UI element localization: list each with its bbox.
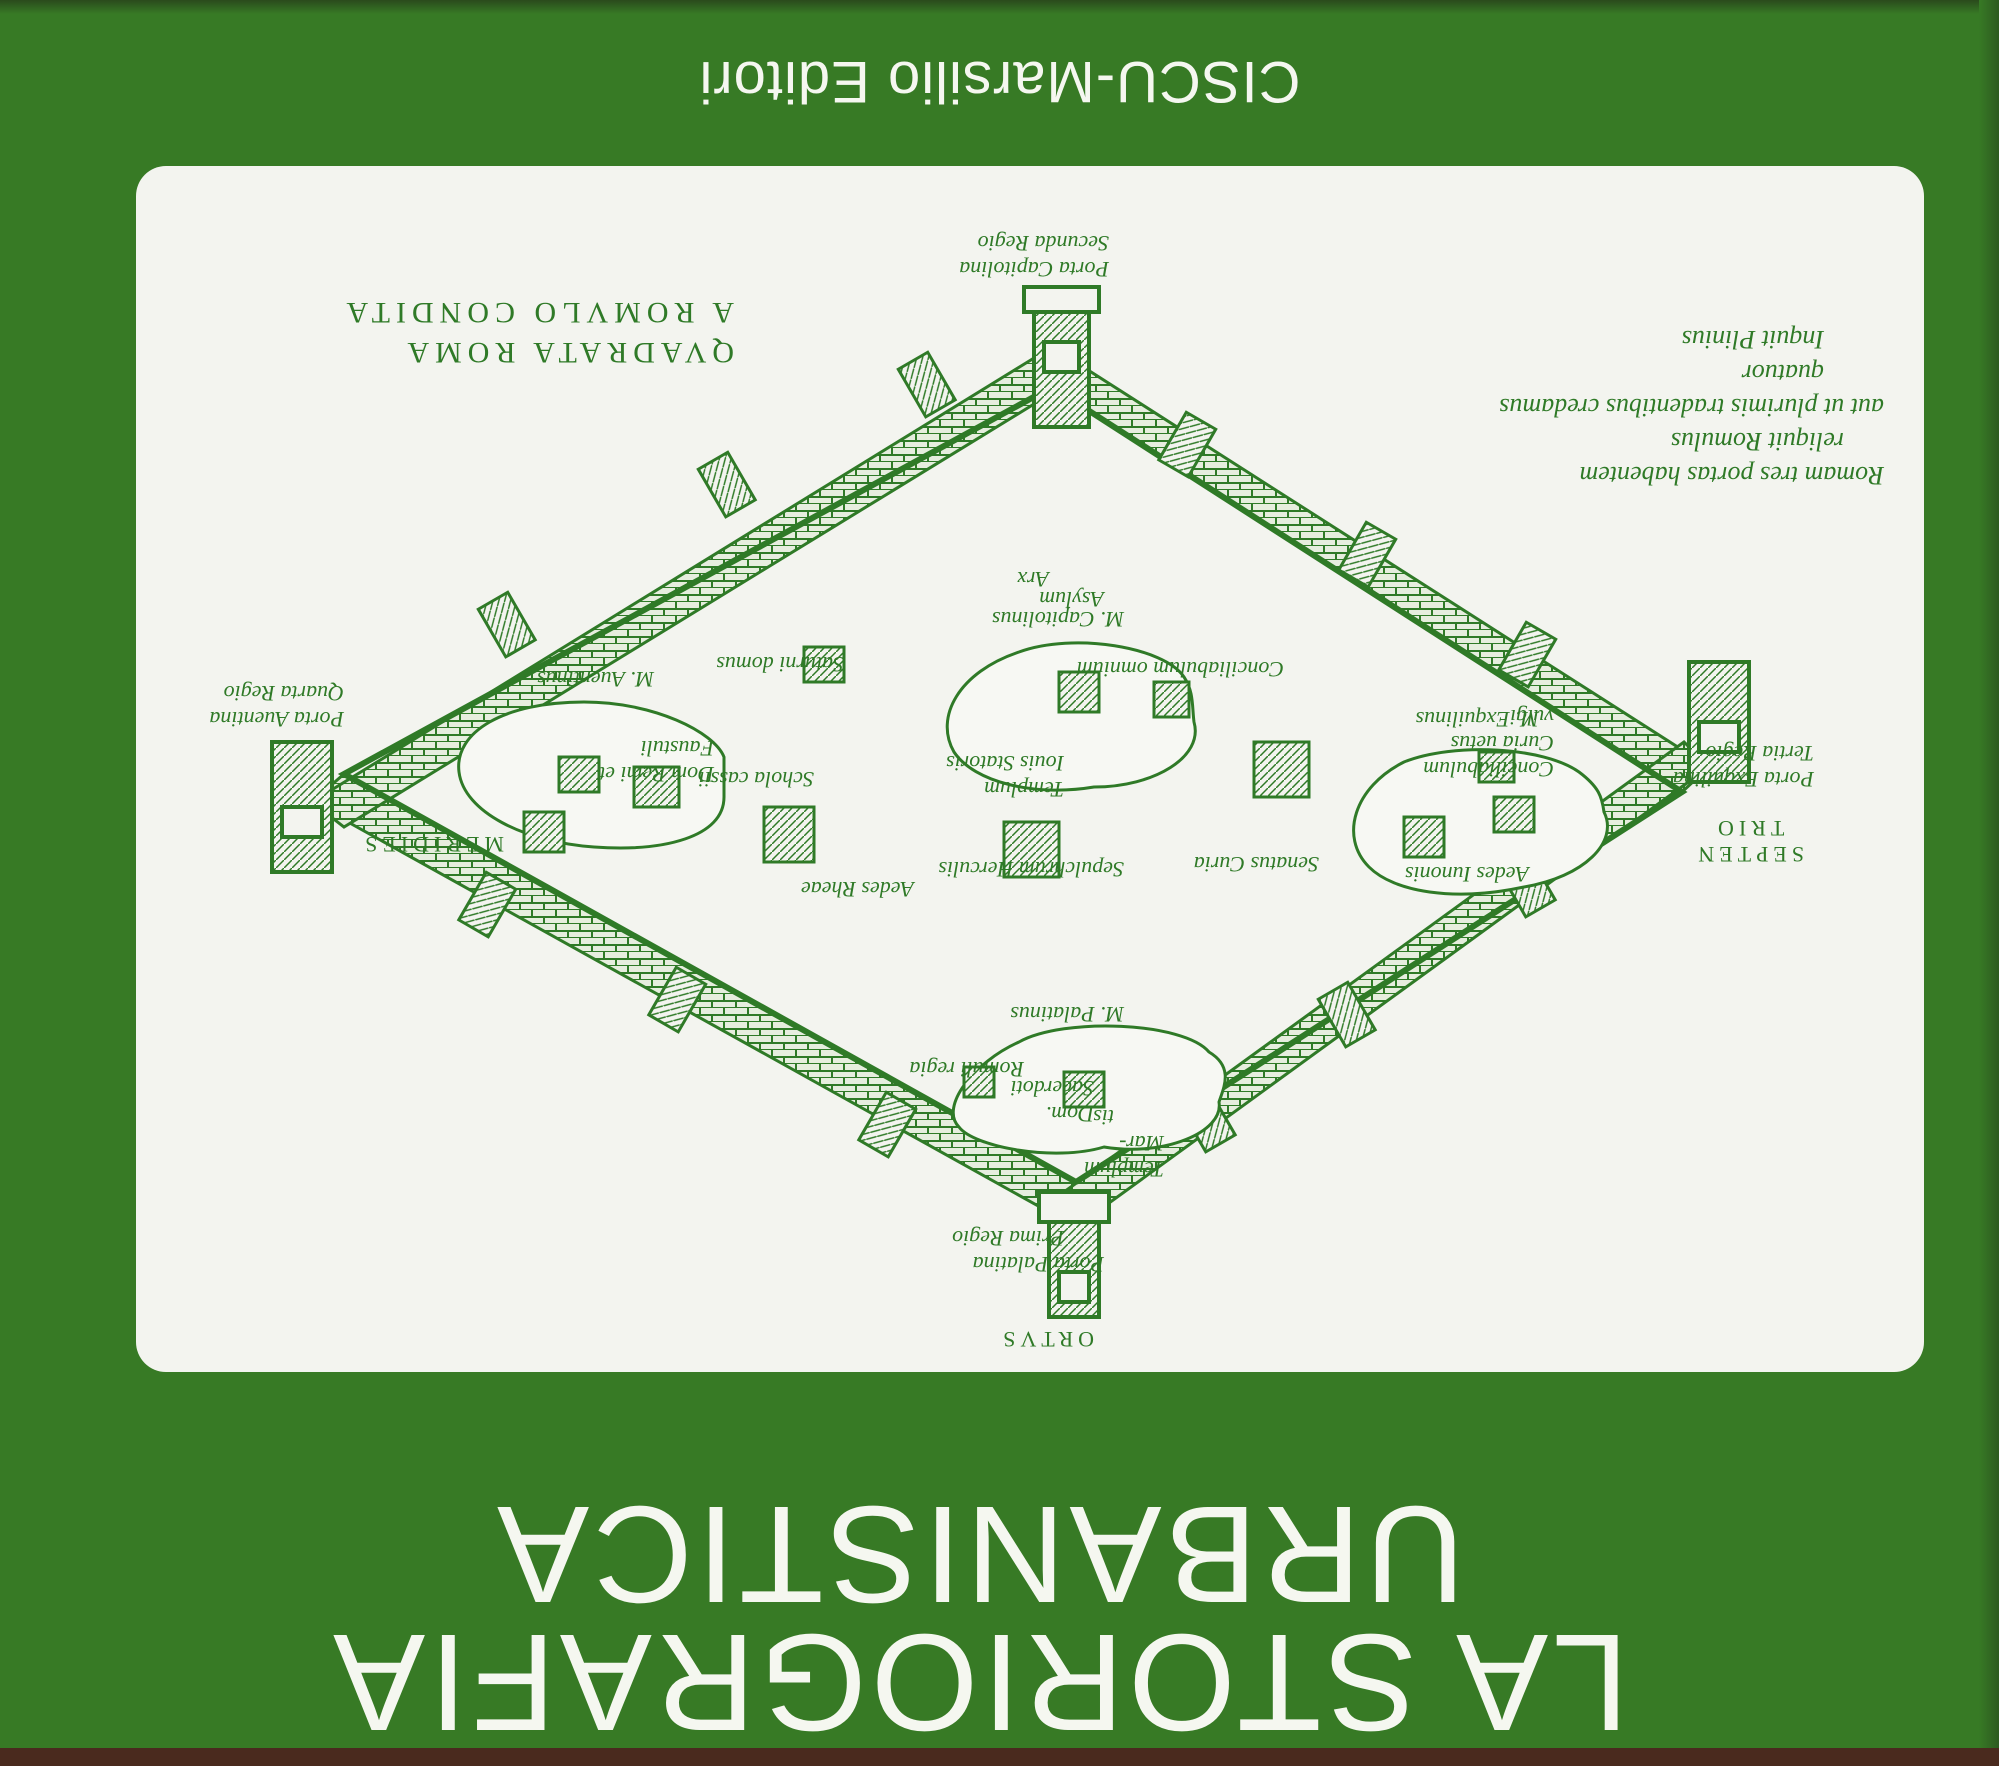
label-arx: Arx [1017,567,1049,592]
label-meridies: MERIDIES [360,832,504,857]
gate-aventina-name: Porta Auentina [209,707,344,732]
conciliabulum-vulgi-line-1: Conciliabulum [1423,757,1554,782]
hill-label-palatinus: M. Palatinus [1010,1002,1124,1027]
cover-bottom-edge [0,1748,1999,1766]
templum-iovis-line-2: Iouis Statoris [946,751,1064,776]
label-sepulchrum-herculis: Sepulchrum Herculis [938,857,1124,882]
quote-line-5: Inquit Plinius [1681,325,1824,354]
dom-remi-line-1: Dom Remi et [599,762,714,787]
label-dom-sacerdoti: Dom. Sacerdoti [1011,1075,1095,1127]
gate-towers [270,285,1751,1319]
map-caption-line-1: QVADRATA ROMA [401,336,734,369]
quote-line-4: quatuor [1741,359,1824,388]
title-line-1: LA STORIOGRAFIA [329,1605,1629,1759]
dom-sacerdoti-line-1: Dom. [1045,1102,1094,1127]
conciliabulum-vulgi-line-2: Curia uetus [1450,731,1554,756]
gate-label-capitolina: Porta Capitolina Secunda Regio [959,230,1109,282]
label-aedes-rheae: Aedes Rheae [801,877,914,902]
quote-line-3: aut ut plurimis tradentibus credamus [1499,393,1884,422]
cover-top-edge [0,0,1999,14]
hill-capitolinus [945,641,1197,792]
gate-capitolina-region: Secunda Regio [977,231,1109,256]
gate-label-aventina: Porta Auentina Quarta Regio [209,680,344,732]
gate-tower-esquilina [1687,660,1751,784]
gate-palatina-name: Porta Palatina [972,1252,1104,1277]
publisher-name: CISCU-Marsilio Editori [698,49,1301,114]
book-title: LA STORIOGRAFIA URBANISTICA [329,1477,1629,1759]
label-conciliabulum-omnium: Conciliabulum omnium [1076,657,1284,682]
label-ortus: ORTVS [998,1327,1094,1352]
buildings [522,645,1536,1109]
dom-remi-line-2: Faustuli [640,736,714,761]
templum-martis-line-3: tis [1093,1105,1114,1130]
gate-palatina-region: Prima Regio [952,1226,1064,1251]
label-conciliabulum-vulgi: Conciliabulum Curia uetus vulgi [1423,704,1554,782]
label-romuli-regia: Romuli regia [909,1057,1024,1082]
label-senatus-curia: Senatus Curia [1193,852,1319,877]
gate-aventina-region: Quarta Regio [223,681,344,706]
conciliabulum-vulgi-line-3: vulgi [1510,705,1554,730]
label-dom-remi: Dom Remi et Faustuli [599,735,714,787]
illustration-panel: QVADRATA ROMA A ROMVLO CONDITA Romam tre… [136,166,1924,1372]
templum-martis-line-1: Templum [1084,1157,1164,1182]
title-line-2: URBANISTICA [493,1477,1465,1631]
templum-martis-line-2: Mar- [1119,1131,1164,1156]
gate-tower-palatina [1037,1190,1111,1319]
gate-label-esquilina: Porta Exquilina Tertia Regio [1673,740,1814,792]
label-templum-iovis: Templum Iouis Statoris [946,750,1064,802]
gate-tower-aventina [270,740,334,874]
pliny-quote: Romam tres portas habentem reliquit Romu… [1499,322,1884,492]
cover-right-edge [1979,0,1999,1766]
gate-capitolina-name: Porta Capitolina [959,257,1109,282]
label-templum-martis: Templum Mar- tis [1084,1104,1164,1182]
label-saturni-domus: Saturni domus [716,652,844,677]
gate-esquilina-region: Tertia Regio [1705,741,1814,766]
label-aedes-iunonis: Aedes Iunonis [1404,862,1529,887]
templum-iovis-line-1: Templum [984,777,1064,802]
label-septentrio: SEPTEN TRIO [1693,815,1804,867]
gate-tower-capitolina [1022,285,1101,429]
gate-esquilina-name: Porta Exquilina [1672,767,1814,792]
label-schola-cassii: Schola cassii [698,767,815,792]
hill-label-auentinus: M. Auentinus [537,667,654,692]
map-caption-line-2: A ROMVLO CONDITA [340,296,734,329]
quote-line-1: Romam tres portas habentem [1579,461,1884,490]
map-caption: QVADRATA ROMA A ROMVLO CONDITA [340,292,734,372]
septentrio-line-2: TRIO [1713,816,1785,841]
gate-label-palatina: Porta Palatina Prima Regio [952,1225,1104,1277]
septentrio-line-1: SEPTEN [1693,842,1804,867]
quote-line-2: reliquit Romulus [1670,427,1844,456]
quadrata-roma-woodcut [270,285,1751,1319]
wall-towers [456,350,1558,1159]
